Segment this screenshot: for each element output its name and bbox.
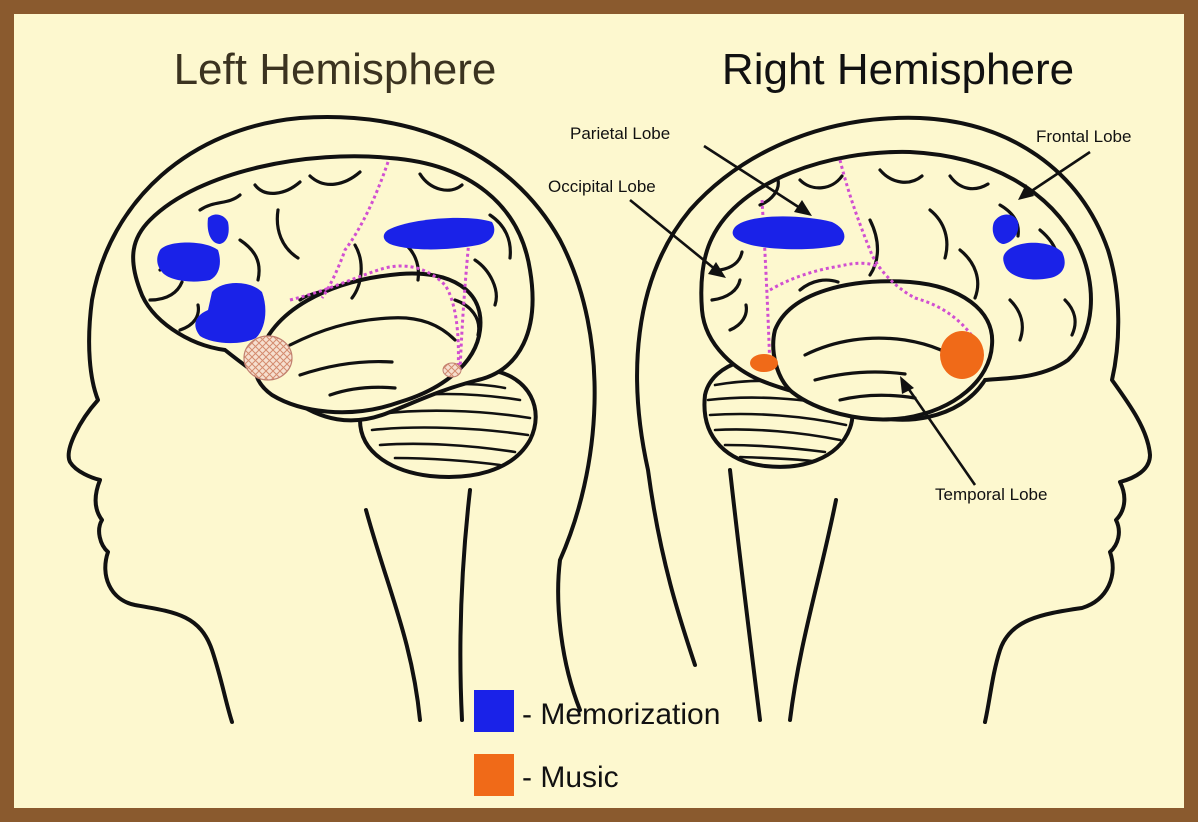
left-memorization-region-1 [157, 243, 220, 282]
legend: - Memorization - Music [474, 690, 720, 796]
occipital-lobe-label: Occipital Lobe [548, 177, 656, 196]
right-music-region-2 [750, 354, 778, 372]
left-head [69, 117, 595, 722]
left-hemisphere-title: Left Hemisphere [174, 45, 497, 94]
legend-music-label: - Music [522, 761, 619, 794]
left-music-region-hatched [244, 336, 292, 380]
right-hemisphere-title: Right Hemisphere [722, 45, 1074, 94]
legend-music-swatch [474, 754, 514, 796]
right-head [637, 118, 1150, 722]
right-music-region-1 [940, 331, 984, 379]
frontal-lobe-label: Frontal Lobe [1036, 127, 1131, 146]
parietal-lobe-label: Parietal Lobe [570, 124, 670, 143]
temporal-lobe-label: Temporal Lobe [935, 485, 1047, 504]
occipital-lobe-arrow [630, 200, 716, 270]
legend-memorization-swatch [474, 690, 514, 732]
left-neck [366, 490, 470, 720]
right-memorization-region-3 [1003, 243, 1064, 280]
left-music-region-hatched-small [443, 363, 461, 377]
right-neck [730, 470, 836, 720]
legend-memorization-label: - Memorization [522, 698, 720, 731]
right-memorization-region-1 [733, 216, 845, 249]
